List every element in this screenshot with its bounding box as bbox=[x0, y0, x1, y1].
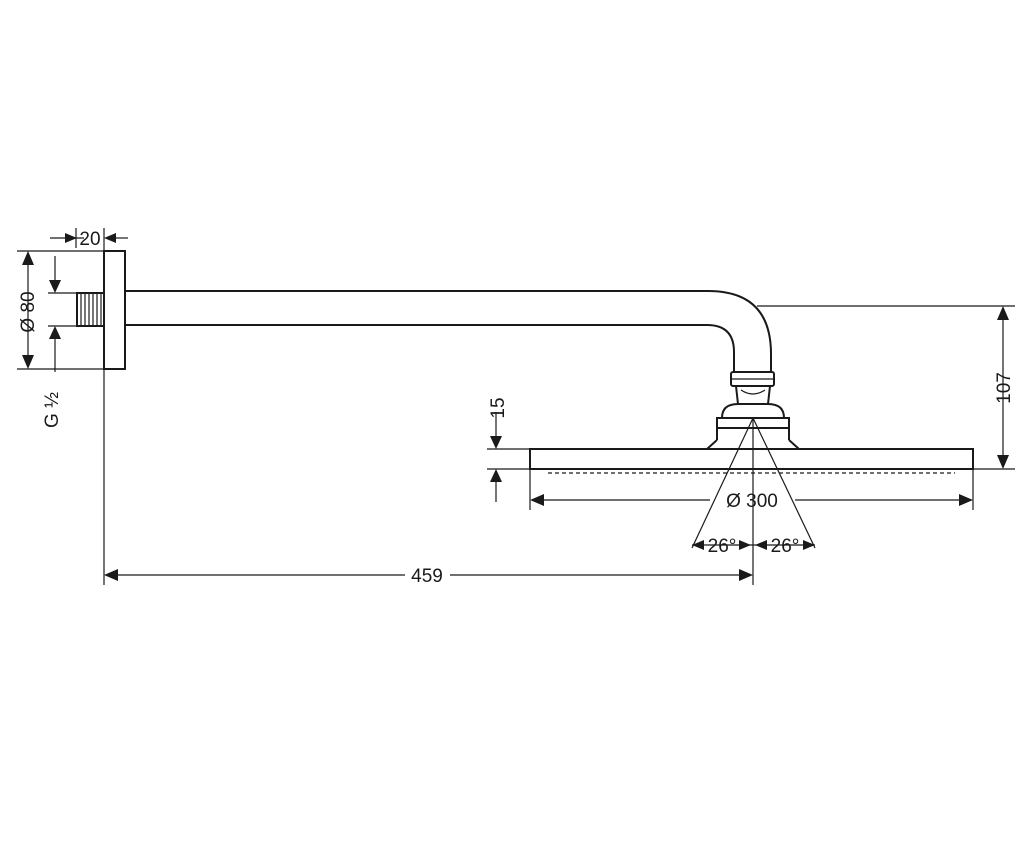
dimension-head-diameter: Ø 300 bbox=[529, 469, 974, 512]
dimension-thread: G ½ bbox=[42, 256, 77, 428]
dim-107-label: 107 bbox=[994, 372, 1015, 404]
dim-459-label: 459 bbox=[411, 566, 443, 587]
dim-angle-right-label: 26° bbox=[771, 536, 800, 557]
dimension-head-thickness: 15 bbox=[487, 397, 530, 502]
dimension-spray-angle: 26° 26° bbox=[692, 536, 815, 557]
dim-300-label: Ø 300 bbox=[726, 491, 778, 512]
dimension-flange-diameter: Ø 80 bbox=[17, 250, 104, 370]
shower-arm bbox=[125, 290, 772, 372]
dim-20-label: 20 bbox=[79, 229, 100, 250]
dimension-arm-projection: 459 bbox=[103, 369, 753, 587]
wall-flange bbox=[103, 250, 126, 370]
dim-15-label: 15 bbox=[488, 397, 509, 418]
dim-angle-left-label: 26° bbox=[708, 536, 737, 557]
dimension-flange-depth: 20 bbox=[50, 228, 128, 251]
dimension-drop-height: 107 bbox=[757, 305, 1015, 470]
shower-head bbox=[529, 448, 974, 474]
threaded-connector bbox=[76, 292, 105, 327]
spray-cone bbox=[691, 417, 816, 585]
dim-thread-label: G ½ bbox=[42, 392, 63, 428]
dim-80-label: Ø 80 bbox=[18, 291, 39, 332]
